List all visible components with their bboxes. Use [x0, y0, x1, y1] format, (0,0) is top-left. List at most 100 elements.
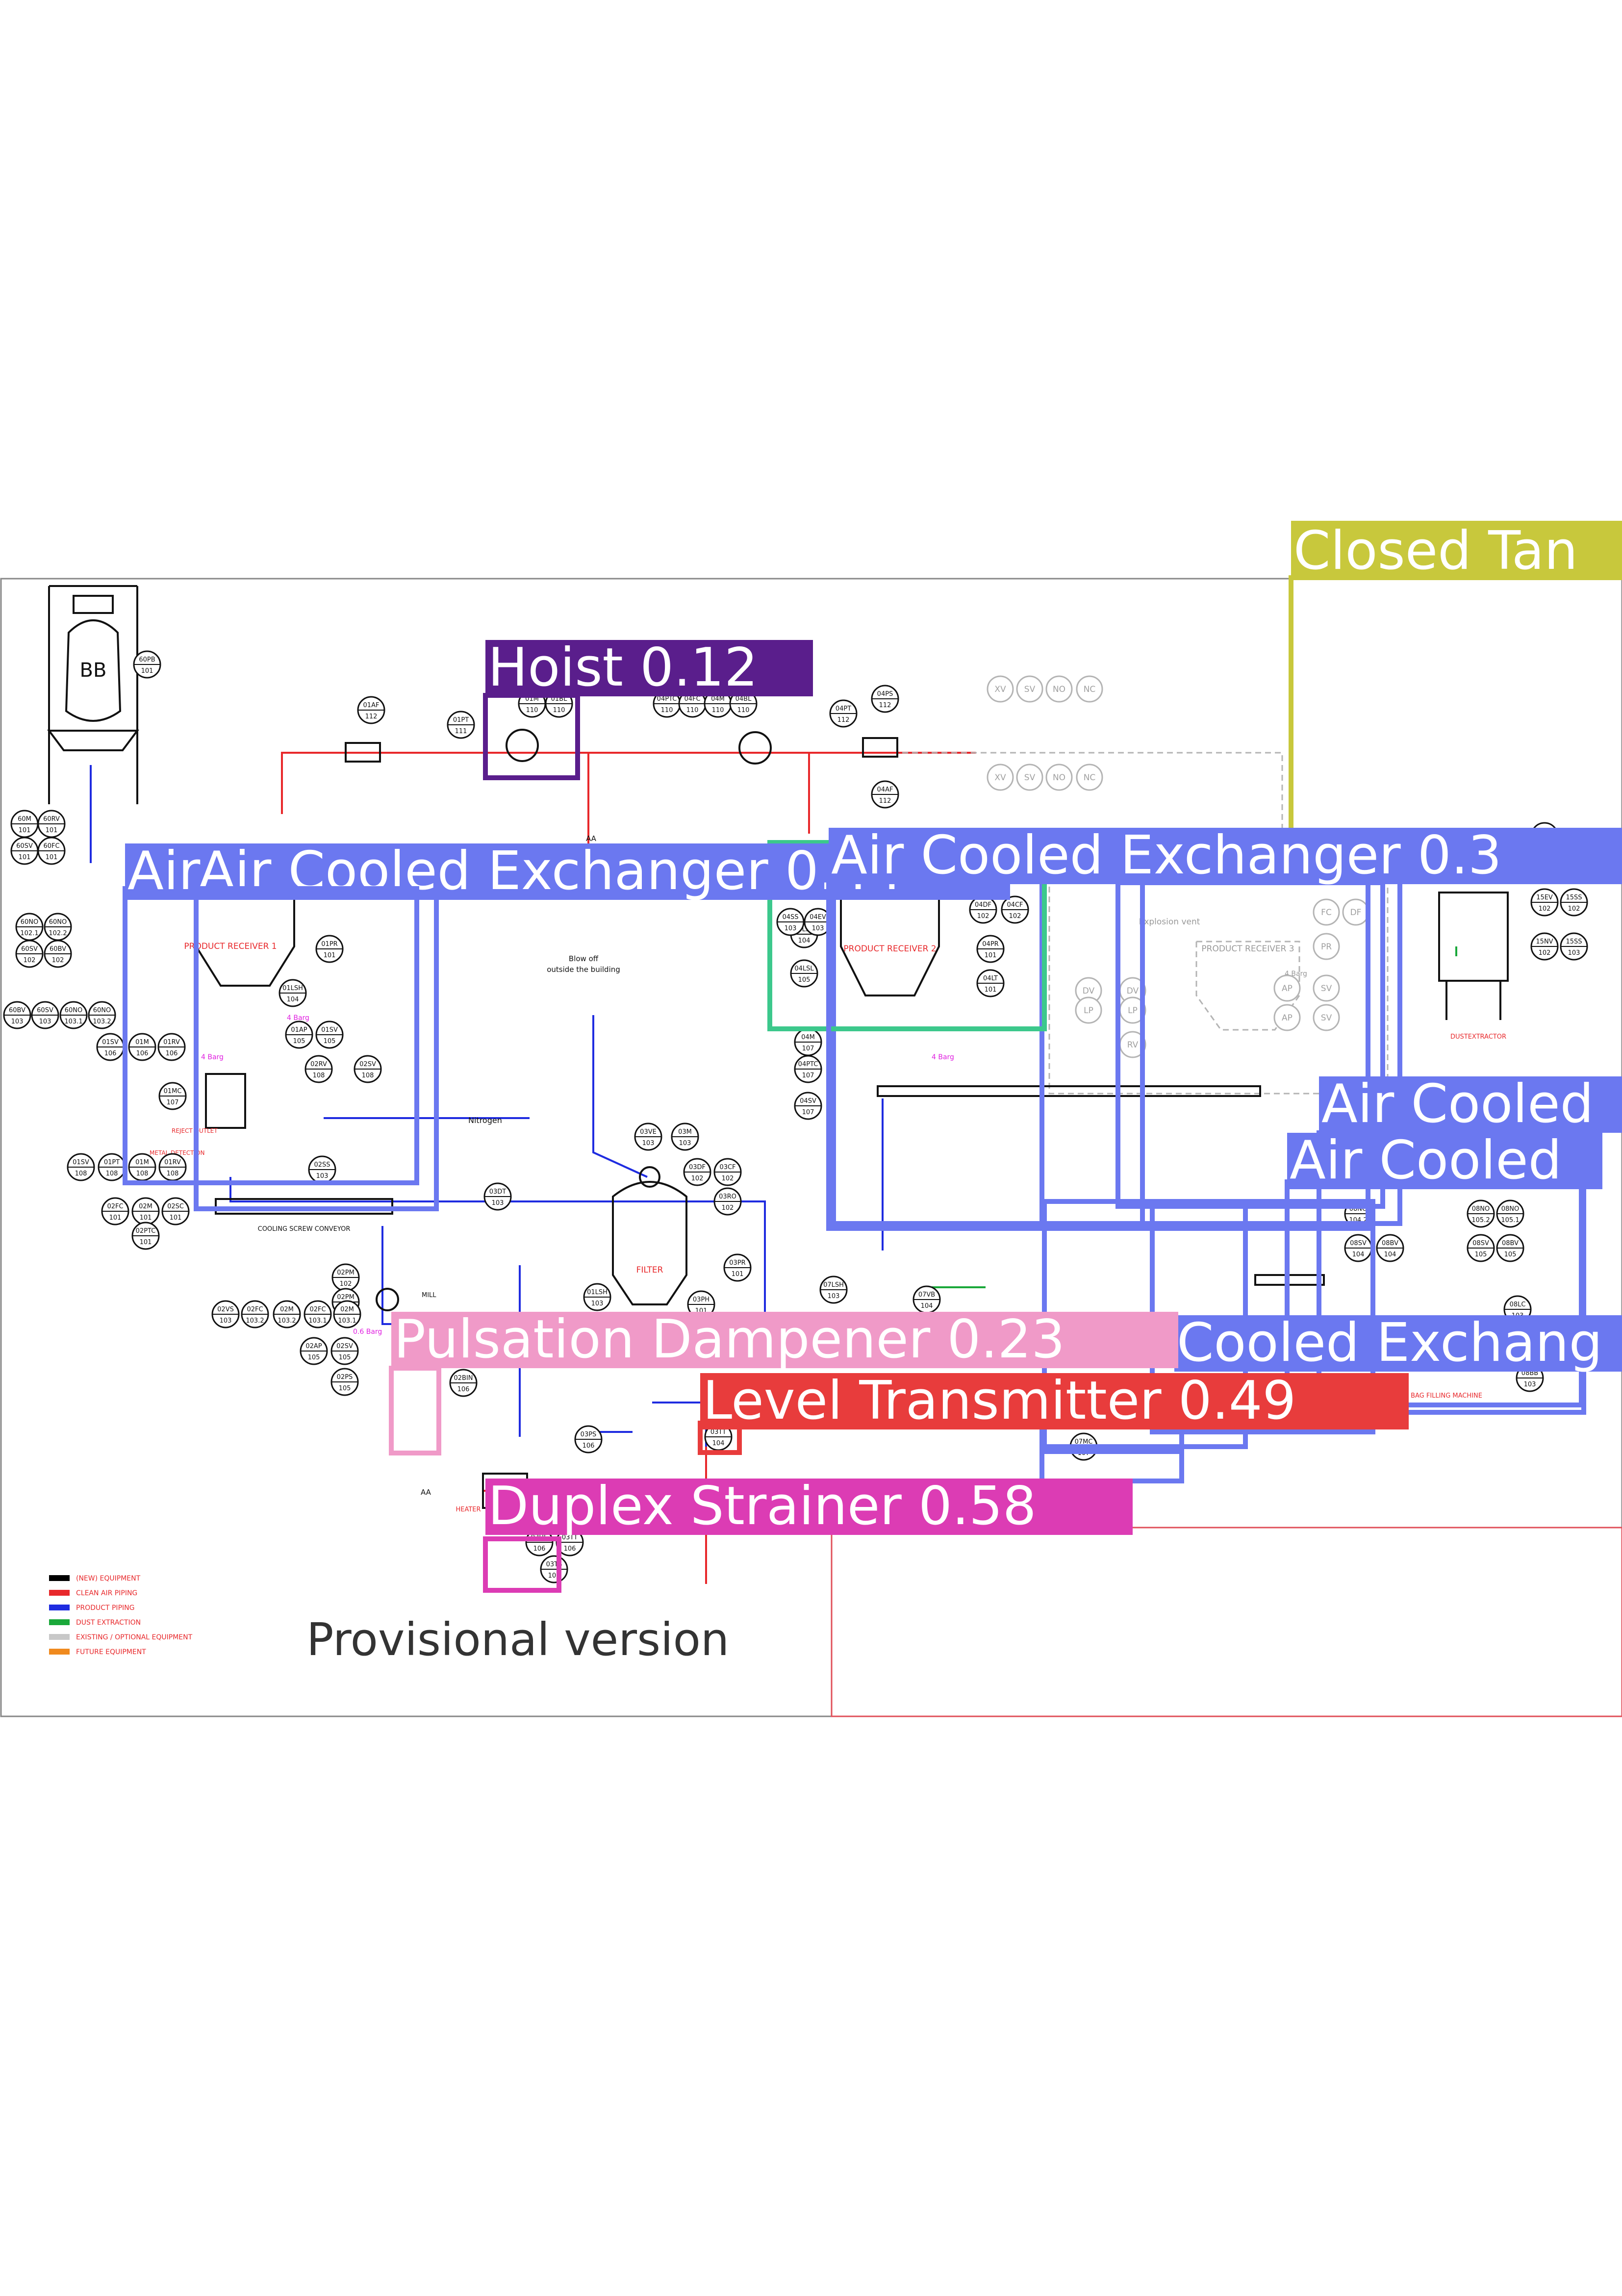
detection-box: [483, 1536, 561, 1593]
valve-bubble: NO: [1045, 675, 1073, 703]
tag-id: 01SV: [73, 1159, 89, 1166]
tag-loop: 110: [686, 707, 699, 714]
tag-id: 01PT: [104, 1159, 120, 1166]
valve-bubble: SV: [1313, 1004, 1340, 1031]
tag-id: 60RV: [43, 816, 60, 823]
tag-id: 01AF: [363, 702, 380, 709]
tag-id: 04AF: [877, 786, 893, 793]
tag-id: 60BV: [9, 1007, 25, 1014]
tag-loop: 101: [140, 1214, 152, 1222]
detection-label-band: [125, 843, 196, 900]
tag-id: 04PT: [836, 705, 851, 713]
legend-label: EXISTING / OPTIONAL EQUIPMENT: [76, 1633, 193, 1641]
tag-id: 03VE: [640, 1128, 657, 1136]
tag-loop: 103: [492, 1199, 504, 1207]
detection-label-band: [1319, 1076, 1622, 1133]
tag-loop: 103: [642, 1140, 655, 1147]
tag-loop: 102: [1539, 905, 1551, 913]
tag-loop: 101: [109, 1214, 122, 1222]
tag-loop: 108: [362, 1072, 374, 1079]
tag-id: 03PR: [729, 1259, 745, 1267]
tag-loop: 108: [313, 1072, 325, 1079]
tag-loop: 105: [308, 1354, 320, 1361]
tag-id: 60M: [18, 816, 31, 823]
tag-id: 04PTC: [798, 1061, 818, 1068]
legend-label: DUST EXTRACTION: [76, 1619, 141, 1627]
tag-loop: 105: [339, 1385, 351, 1392]
tag-loop: 102: [340, 1280, 352, 1288]
tag-loop: 110: [661, 707, 673, 714]
bag-filling-label: BAG FILLING MACHINE: [1411, 1392, 1482, 1400]
tag-loop: 106: [136, 1050, 149, 1057]
tag-id: 02M: [280, 1306, 294, 1313]
mill: [376, 1288, 399, 1311]
tag-id: 01RV: [164, 1159, 181, 1166]
tag-loop: 103: [591, 1300, 604, 1307]
tag-id: 60SV: [16, 842, 33, 850]
detection-label: Pulsation Dampener 0.23: [394, 1309, 1065, 1370]
tag-loop: 102: [691, 1175, 704, 1182]
legend-swatch: [49, 1619, 70, 1625]
tag-id: 02PM: [337, 1294, 355, 1301]
detection-label: Cooled Exchang: [1177, 1312, 1602, 1374]
tag-id: 01PT: [453, 716, 469, 724]
provisional-watermark: Provisional version: [306, 1613, 729, 1666]
tag-loop: 103.2: [246, 1317, 264, 1325]
tag-id: 03PH: [693, 1296, 710, 1303]
tag-id: 04EV: [810, 914, 826, 921]
detection: Hoist 0.12: [483, 637, 813, 780]
tag-loop: 103: [1524, 1381, 1536, 1388]
tag-loop: 103: [812, 925, 824, 932]
tag-id: 02M: [340, 1306, 354, 1313]
pressure-note-1: 4 Barg: [287, 1014, 309, 1022]
tag-id: 15SS: [1566, 938, 1582, 945]
detection: Air Cooled Exchanger 0.3: [826, 825, 1622, 1231]
heater-label: HEATER: [456, 1506, 481, 1513]
tag-loop: 110: [712, 707, 724, 714]
detection-box: [1289, 575, 1622, 835]
tag-loop: 103.1: [64, 1018, 82, 1025]
aa-label-top: AA: [586, 834, 597, 843]
tag-loop: 107: [802, 1109, 814, 1116]
aa-label-bottom: AA: [421, 1488, 431, 1497]
tag-loop: 104: [1352, 1251, 1365, 1258]
tag-id: 04PTC: [657, 695, 677, 703]
explosion-vent-label: Explosion vent: [1139, 917, 1200, 927]
legend-swatch: [49, 1634, 70, 1640]
detection-box: [123, 886, 419, 1185]
tag-loop: 102.1: [20, 930, 38, 937]
tag-loop: 106: [533, 1545, 546, 1553]
receiver-3-label: PRODUCT RECEIVER 3: [1201, 944, 1294, 954]
detection-label: Duplex Strainer 0.58: [488, 1476, 1037, 1537]
tag-id: 04PR: [982, 941, 998, 948]
tag-id: 01SV: [321, 1026, 338, 1034]
valve-bubble-label: PR: [1321, 942, 1332, 952]
valve-bubble: DV: [1119, 977, 1146, 1004]
tag-id: 01SV: [102, 1039, 119, 1046]
tag-id: 04CF: [1007, 901, 1023, 909]
valve-bubble-label: SV: [1321, 1013, 1332, 1023]
tag-id: 07MC: [1075, 1438, 1093, 1446]
tag-id: 03DF: [689, 1164, 706, 1171]
